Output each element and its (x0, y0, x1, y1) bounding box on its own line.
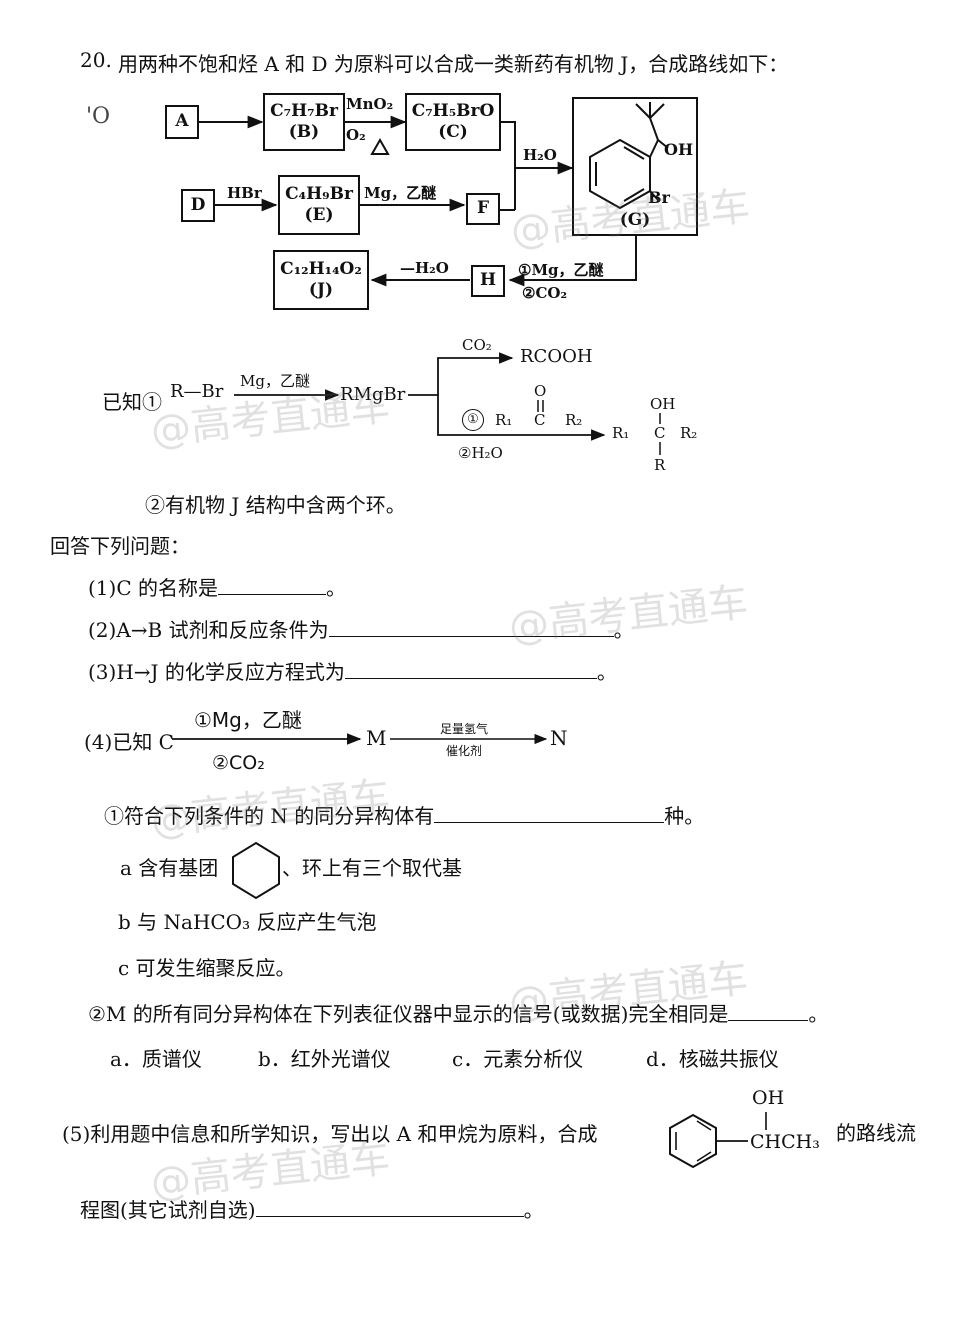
known-product-r: R (654, 456, 666, 474)
known-product-c: C (654, 424, 666, 442)
q1: (1)C 的名称是。 (88, 574, 346, 600)
ef-reagent: Mg，乙醚 (364, 184, 437, 202)
answer-header: 回答下列问题： (50, 534, 190, 558)
q4-cond-a1: a 含有基团 (120, 856, 219, 880)
q2-answer-blank[interactable] (328, 616, 614, 637)
known-o: O (534, 382, 547, 400)
gh-reagent-1: ①Mg，乙醚 (518, 261, 604, 279)
q4-n: N (550, 726, 568, 750)
q4-m: M (366, 726, 387, 750)
q2: (2)A→B 试剂和反应条件为。 (88, 616, 634, 642)
q1-answer-blank[interactable] (218, 574, 326, 595)
g-br: Br (648, 188, 670, 207)
known-step1: ① (462, 409, 484, 431)
q4-sub2-blank[interactable] (728, 1000, 809, 1021)
box-c: C₇H₅BrO(C) (405, 93, 501, 151)
bc-reagent-top: MnO₂ (346, 95, 394, 113)
g-oh: OH (664, 140, 694, 159)
known-r2: R₂ (565, 411, 583, 429)
q5-text: (5)利用题中信息和所学知识，写出以 A 和甲烷为原料，合成 (62, 1122, 598, 1146)
q3: (3)H→J 的化学反应方程式为。 (88, 658, 617, 684)
bc-reagent-bottom: O₂ (346, 126, 366, 144)
q5-chch3: CHCH₃ (750, 1131, 820, 1153)
fg-reagent: H₂O (523, 146, 557, 164)
q5-line2: 程图(其它试剂自选)。 (80, 1196, 544, 1222)
gh-reagent-2: ②CO₂ (522, 284, 568, 302)
q4-prefix: (4)已知 C (84, 730, 174, 754)
cyclohexane-icon (226, 843, 227, 844)
q5-answer-blank[interactable] (255, 1196, 524, 1217)
q4-cond-a2: 、环上有三个取代基 (282, 856, 462, 880)
q4-sub2: ②M 的所有同分异构体在下列表征仪器中显示的信号(或数据)完全相同是。 (88, 1000, 829, 1026)
box-g: (G) (572, 97, 698, 236)
q4-option-b: b．红外光谱仪 (258, 1047, 391, 1071)
de-reagent: HBr (227, 184, 262, 202)
box-h: H (471, 265, 505, 297)
q4-option-d: d．核磁共振仪 (646, 1047, 779, 1071)
box-b: C₇H₇Br(B) (263, 93, 345, 151)
question-number: 20. (80, 48, 112, 72)
known-rbr: R—Br (170, 381, 224, 402)
box-j: C₁₂H₁₄O₂(J) (273, 250, 369, 310)
box-f: F (466, 193, 500, 225)
q4-sub1-blank[interactable] (434, 802, 665, 823)
q5-tail: 的路线流 (836, 1121, 916, 1145)
q4-option-a: a．质谱仪 (110, 1047, 202, 1071)
known-product-oh: OH (650, 395, 676, 413)
known-mg: Mg，乙醚 (240, 372, 310, 390)
q4-h2: 足量氢气 (440, 722, 489, 736)
box-d: D (181, 189, 215, 222)
known-item2: ②有机物 J 结构中含两个环。 (145, 493, 406, 517)
known-step2: ②H₂O (458, 444, 503, 462)
q5-oh: OH (752, 1087, 785, 1109)
q4-option-c: c．元素分析仪 (452, 1047, 584, 1071)
box-e: C₄H₉Br(E) (278, 175, 360, 235)
hj-reagent: —H₂O (400, 259, 449, 277)
margin-note: 'O (86, 104, 111, 129)
known-label: 已知① (102, 390, 162, 414)
q4-sub1: ①符合下列条件的 N 的同分异构体有种。 (104, 802, 705, 828)
q4-cond-b: b 与 NaHCO₃ 反应产生气泡 (118, 910, 377, 934)
q4-reagent-bottom: ②CO₂ (212, 752, 265, 774)
known-product-r2: R₂ (680, 424, 698, 442)
question-intro: 用两种不饱和烃 A 和 D 为原料可以合成一类新药有机物 J，合成路线如下： (118, 52, 789, 76)
q4-catalyst: 催化剂 (446, 744, 483, 758)
q3-answer-blank[interactable] (344, 658, 597, 679)
box-a: A (165, 105, 199, 139)
known-r1: R₁ (495, 411, 513, 429)
known-rcooh: RCOOH (520, 346, 593, 367)
known-rmgbr: RMgBr (340, 384, 406, 405)
known-co2: CO₂ (462, 336, 492, 354)
known-c: C (534, 411, 546, 429)
q4-reagent-top: ①Mg，乙醚 (194, 708, 302, 732)
q4-cond-c: c 可发生缩聚反应。 (118, 956, 296, 980)
known-product-r1: R₁ (612, 424, 630, 442)
